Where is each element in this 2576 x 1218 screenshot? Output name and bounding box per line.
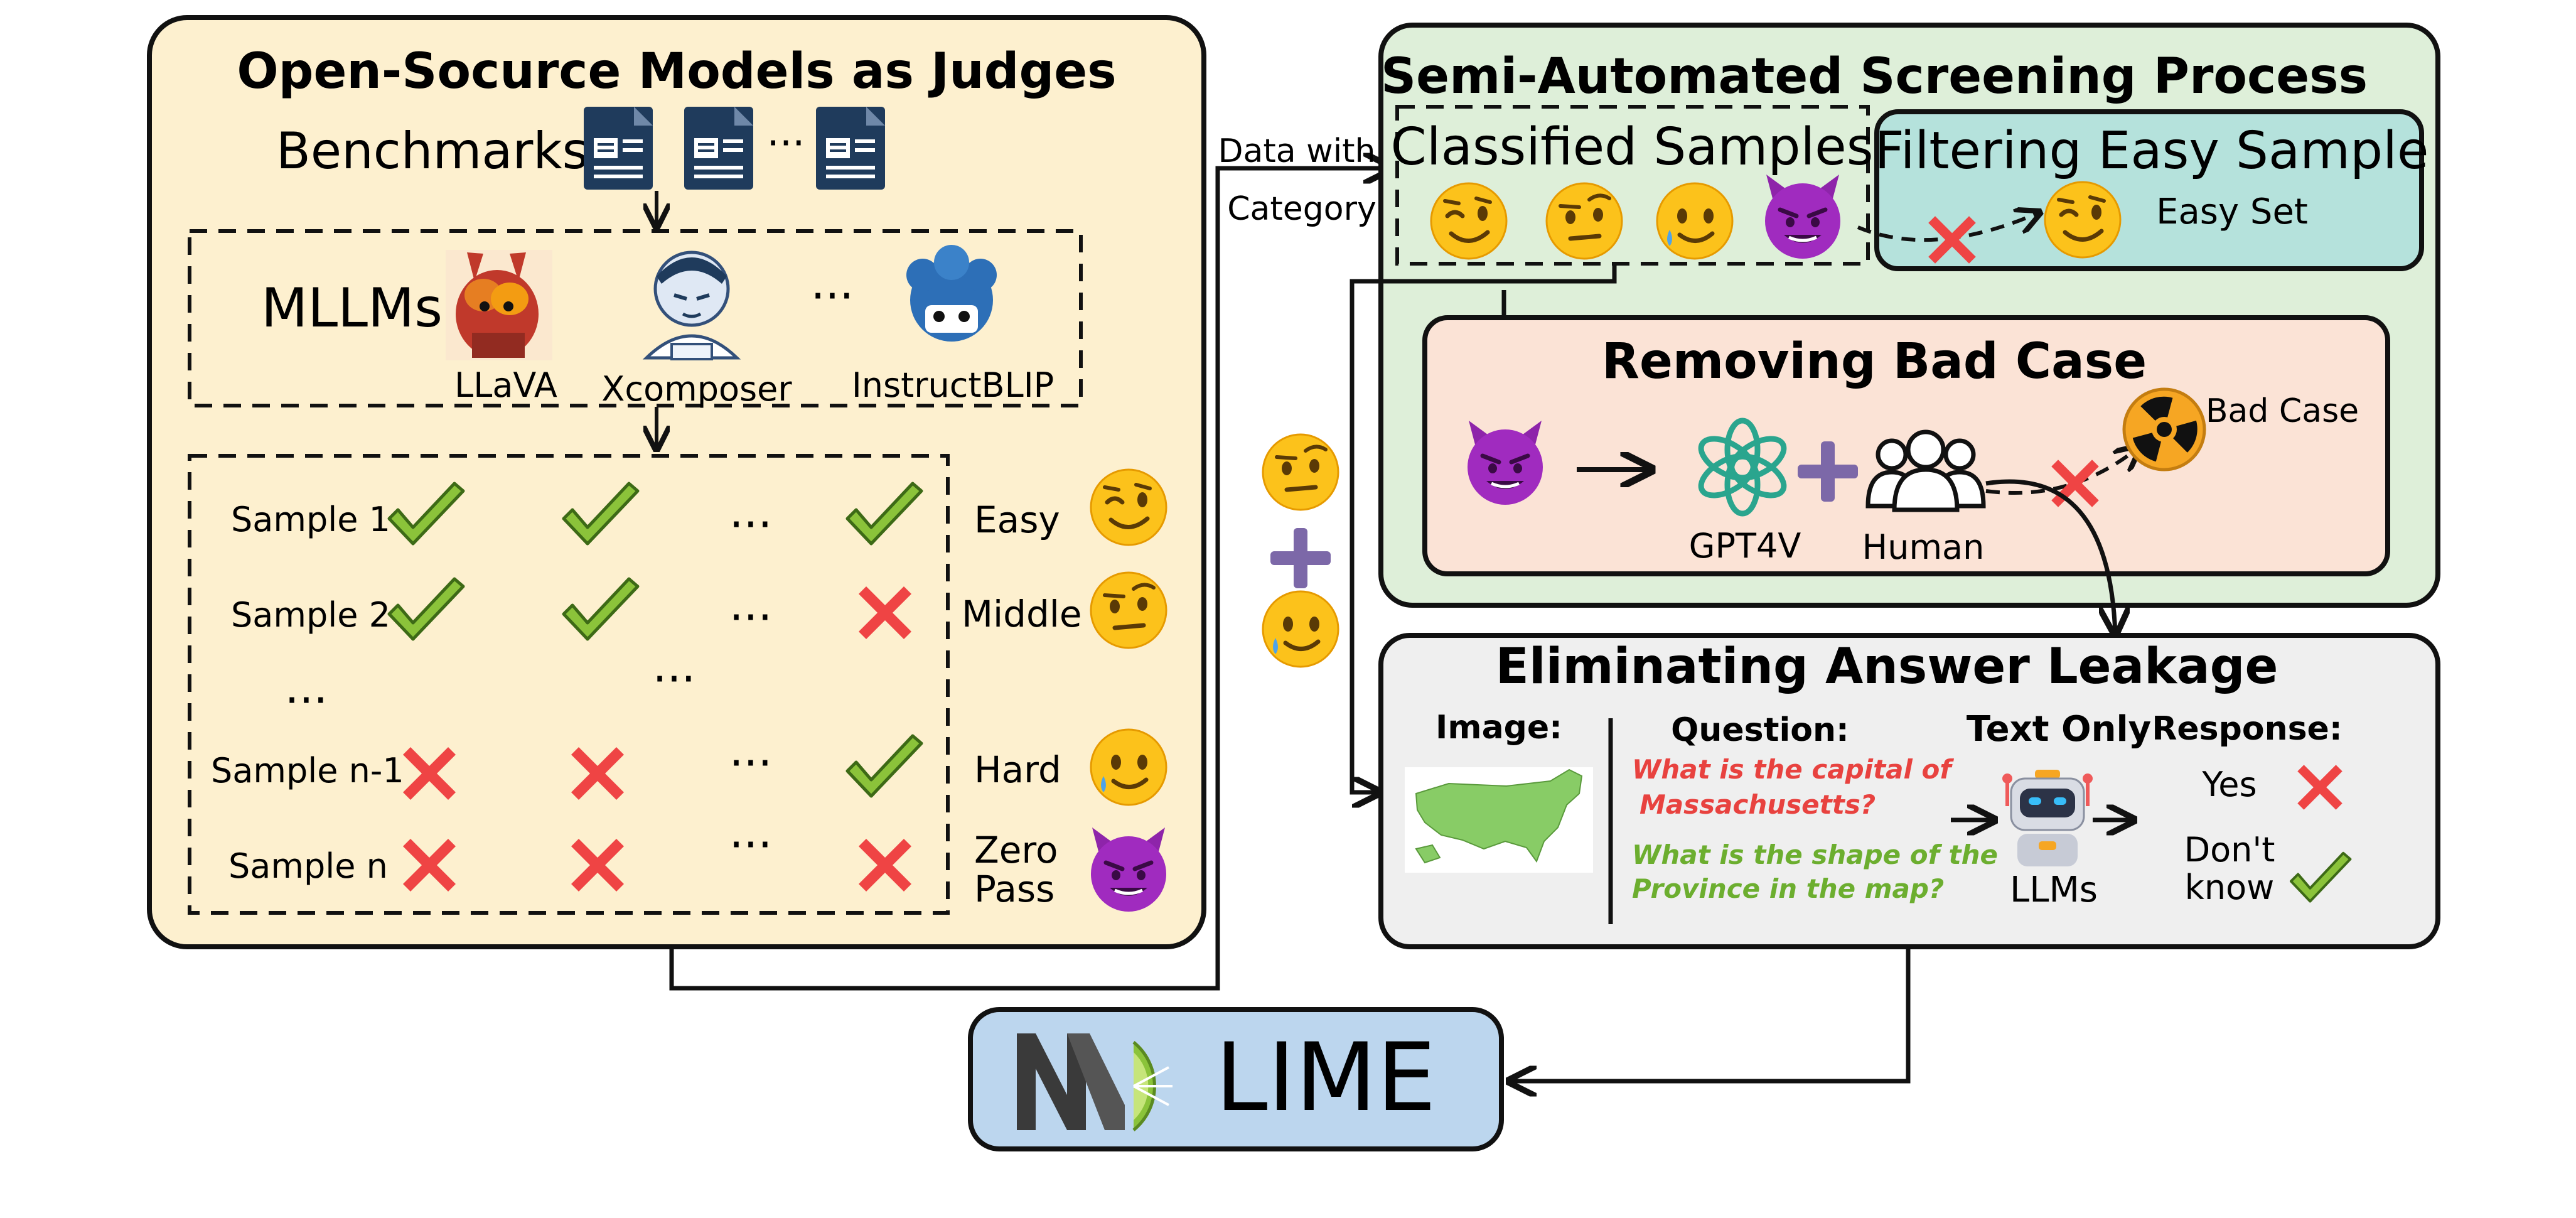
bad-case-dashed-arrow — [1985, 447, 2139, 495]
sample-row: Sample 1 ··· Easy — [231, 470, 1166, 551]
row-ellipsis: ··· — [729, 591, 773, 644]
sample-label: Sample n-1 — [211, 751, 404, 790]
model-label: InstructBLIP — [852, 365, 1054, 405]
us-map-image — [1405, 767, 1593, 873]
filter-title: Filtering Easy Sample — [1875, 121, 2429, 181]
sample-label: Sample 1 — [231, 500, 390, 539]
row-ellipsis: ··· — [729, 498, 773, 551]
raised-eyebrow-emoji-icon — [1547, 183, 1622, 259]
sad-smile-emoji-icon — [1091, 730, 1166, 805]
easy-set-label: Easy Set — [2156, 191, 2308, 232]
llava-logo-icon — [446, 250, 552, 360]
leakage-panel: Eliminating Answer Leakage Image: Questi… — [1378, 633, 2440, 949]
removing-box — [1422, 315, 2390, 576]
devil-emoji-icon — [1468, 421, 1543, 505]
classified-title: Classified Samples — [1391, 117, 1874, 177]
category-label: Hard — [974, 748, 1061, 791]
screening-panel: Semi-Automated Screening Process Classif… — [1378, 23, 2440, 608]
question-header: Question: — [1671, 711, 1849, 749]
category-label: Middle — [962, 593, 1082, 635]
response-yes: Yes — [2201, 765, 2257, 804]
document-icon — [816, 107, 885, 190]
removing-title: Removing Bad Case — [1602, 333, 2147, 390]
wink-emoji-icon — [2045, 182, 2120, 257]
sample-label: Sample 2 — [231, 595, 390, 635]
raised-eyebrow-emoji-icon — [1263, 434, 1338, 510]
sample-label: Sample n — [228, 846, 388, 886]
devil-emoji-icon — [1765, 175, 1840, 259]
rows-ellipsis: ··· — [285, 674, 328, 726]
lime-label: LIME — [1215, 1023, 1436, 1133]
row-ellipsis: ··· — [729, 818, 773, 871]
models-ellipsis: ··· — [811, 269, 854, 322]
lime-logo-icon — [1017, 1033, 1173, 1131]
classified-samples-box — [1395, 105, 1870, 266]
wink-emoji-icon — [1091, 470, 1166, 545]
classified-to-leakage-connector — [1350, 264, 1617, 792]
left-panel-title: Open-Socurce Models as Judges — [237, 43, 1116, 100]
image-header: Image: — [1436, 709, 1562, 746]
data-flow-connector — [669, 168, 1391, 991]
response-header: Response: — [2152, 710, 2342, 748]
human-label: Human — [1862, 527, 1985, 567]
samples-box — [188, 454, 950, 915]
flow-label: Data with — [1218, 132, 1375, 170]
mllms-box — [188, 229, 1083, 407]
sample-row: Sample n-1 ··· Hard — [211, 730, 1166, 805]
devil-emoji-icon — [1091, 827, 1166, 912]
flow-label: Category — [1227, 190, 1377, 228]
robot-icon — [2002, 770, 2093, 866]
leakage-title: Eliminating Answer Leakage — [1496, 639, 2278, 695]
plus-icon — [1270, 528, 1331, 588]
gpt4v-logo-icon — [1698, 418, 1787, 517]
leakage-to-lime-connector — [1509, 947, 1911, 1081]
benchmark-ellipsis: ··· — [766, 121, 805, 167]
benchmarks-label: Benchmarks — [276, 122, 588, 180]
plus-icon — [1798, 441, 1858, 502]
bad-case-label: Bad Case — [2206, 392, 2359, 430]
model-label: Xcomposer — [601, 369, 792, 409]
mllms-label: MLLMs — [261, 277, 443, 340]
human-group-icon — [1865, 429, 1986, 512]
sad-smile-emoji-icon — [1657, 183, 1732, 259]
category-label: Easy — [974, 499, 1060, 541]
gpt-label: GPT4V — [1689, 526, 1801, 566]
raised-eyebrow-emoji-icon — [1091, 573, 1166, 648]
filter-dashed-arrow — [1857, 212, 2040, 242]
sample-row: Sample 2 ··· Middle — [231, 573, 1166, 648]
row-ellipsis: ··· — [729, 736, 773, 789]
document-icon — [584, 107, 653, 190]
model-label: LLaVA — [454, 365, 557, 405]
instructblip-logo-icon — [906, 245, 997, 342]
document-icon — [684, 107, 753, 190]
xcomposer-logo-icon — [642, 251, 741, 360]
wink-emoji-icon — [1431, 183, 1506, 259]
text-only-header: Text Only — [1967, 709, 2151, 750]
lime-box: LIME — [968, 1007, 1504, 1151]
screening-title: Semi-Automated Screening Process — [1381, 48, 2368, 105]
left-panel: Open-Socurce Models as Judges Benchmarks… — [147, 15, 1206, 949]
sad-smile-emoji-icon — [1263, 591, 1338, 667]
radioactive-icon — [2122, 387, 2206, 472]
rows-ellipsis: ··· — [653, 652, 696, 705]
llms-label: LLMs — [2010, 870, 2098, 910]
removing-to-leakage-connector — [1985, 479, 2115, 634]
